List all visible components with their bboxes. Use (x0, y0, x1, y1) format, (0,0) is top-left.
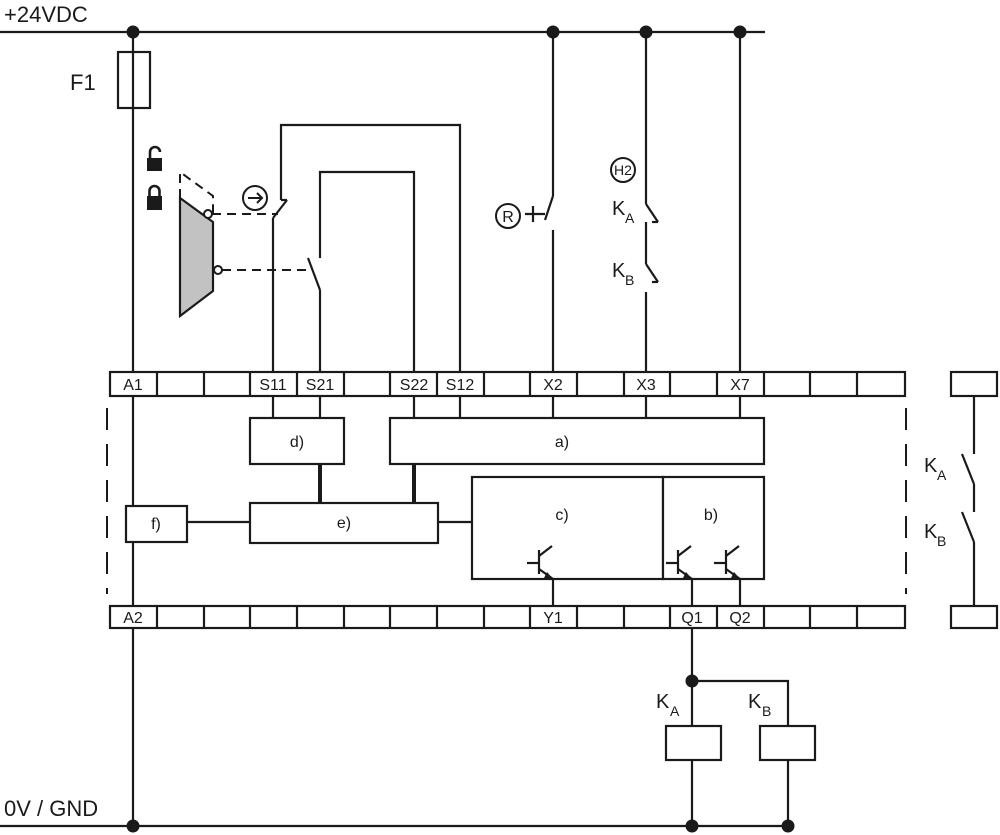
feedback-loop: H2 K A K B (610, 32, 659, 372)
block-a-label: a) (555, 434, 569, 451)
bottom-terminal-strip: A2 Y1 Q1 Q2 (108, 604, 907, 630)
terminal-a2: A2 (123, 610, 143, 627)
fuse-label: F1 (70, 70, 96, 95)
positive-opening-icon (242, 185, 268, 211)
terminal-s12: S12 (446, 377, 475, 394)
junction-dot (639, 25, 653, 39)
block-a: a) (388, 416, 766, 466)
junction-dot (126, 819, 140, 833)
ground-rail-label: 0V / GND (4, 796, 98, 821)
block-c-label: c) (555, 507, 568, 524)
coil-ka-sub: A (670, 703, 680, 719)
terminal-q1: Q1 (681, 610, 702, 627)
junction-dot (546, 25, 560, 39)
transistor-q2-icon (714, 545, 742, 606)
contactor-contact-detail: K A K B (924, 370, 999, 630)
lamp-symbol (610, 157, 636, 183)
channel-1-contact (242, 123, 462, 372)
ka-contact-label: K (612, 198, 626, 220)
coil-kb-sub: B (762, 703, 771, 719)
junction-dot (126, 25, 140, 39)
junction-dot (733, 25, 747, 39)
terminal-q2: Q2 (729, 610, 750, 627)
transistor-q1-icon (666, 545, 694, 606)
terminal-y1: Y1 (543, 610, 563, 627)
transistor-y1-icon (527, 545, 555, 606)
coil-ka (664, 724, 723, 762)
reset-symbol (495, 203, 521, 229)
ka-contact-sub: A (625, 210, 635, 226)
terminal-a1: A1 (123, 377, 143, 394)
terminal-x3: X3 (636, 377, 656, 394)
block-e: e) (248, 501, 440, 545)
junction-dot (685, 674, 699, 688)
block-e-label: e) (337, 515, 351, 532)
block-d: d) (248, 416, 346, 466)
terminal-x7: X7 (730, 377, 750, 394)
junction-dot (685, 819, 699, 833)
block-c: c) (470, 475, 665, 581)
fuse-f1: F1 (70, 32, 152, 372)
detail-kb-label: K (924, 521, 938, 543)
coil-ka-label: K (656, 691, 670, 713)
kb-contact-sub: B (625, 272, 634, 288)
junction-dot (781, 819, 795, 833)
positive-rail-label: +24VDC (4, 2, 88, 27)
lamp-symbol-label: H2 (614, 162, 632, 178)
reset-button-circuit: R (495, 32, 555, 372)
kb-contact-label: K (612, 260, 626, 282)
top-terminal-strip: A1 S11 S21 S22 S12 X2 X3 X7 (108, 370, 907, 398)
output-circuit: K A K B (656, 628, 817, 826)
terminal-s22: S22 (400, 377, 429, 394)
reset-symbol-label: R (502, 209, 514, 226)
block-b-label: b) (704, 507, 718, 524)
lock-closed-icon (147, 184, 162, 210)
detail-ka-sub: A (937, 467, 947, 483)
lock-open-icon (147, 145, 162, 171)
channel-2-contact (306, 170, 416, 372)
ground-rail: 0V / GND (0, 796, 790, 828)
coil-kb-label: K (748, 691, 762, 713)
detail-ka-label: K (924, 455, 938, 477)
coil-kb (758, 724, 817, 762)
detail-kb-sub: B (937, 533, 946, 549)
guard-switch-actuator (178, 170, 312, 319)
terminal-s11: S11 (259, 377, 286, 394)
terminal-x2: X2 (543, 377, 563, 394)
terminal-s21: S21 (306, 377, 335, 394)
block-f: f) (124, 504, 189, 544)
block-b: b) (661, 475, 766, 581)
block-d-label: d) (290, 434, 304, 451)
block-f-label: f) (151, 516, 161, 533)
